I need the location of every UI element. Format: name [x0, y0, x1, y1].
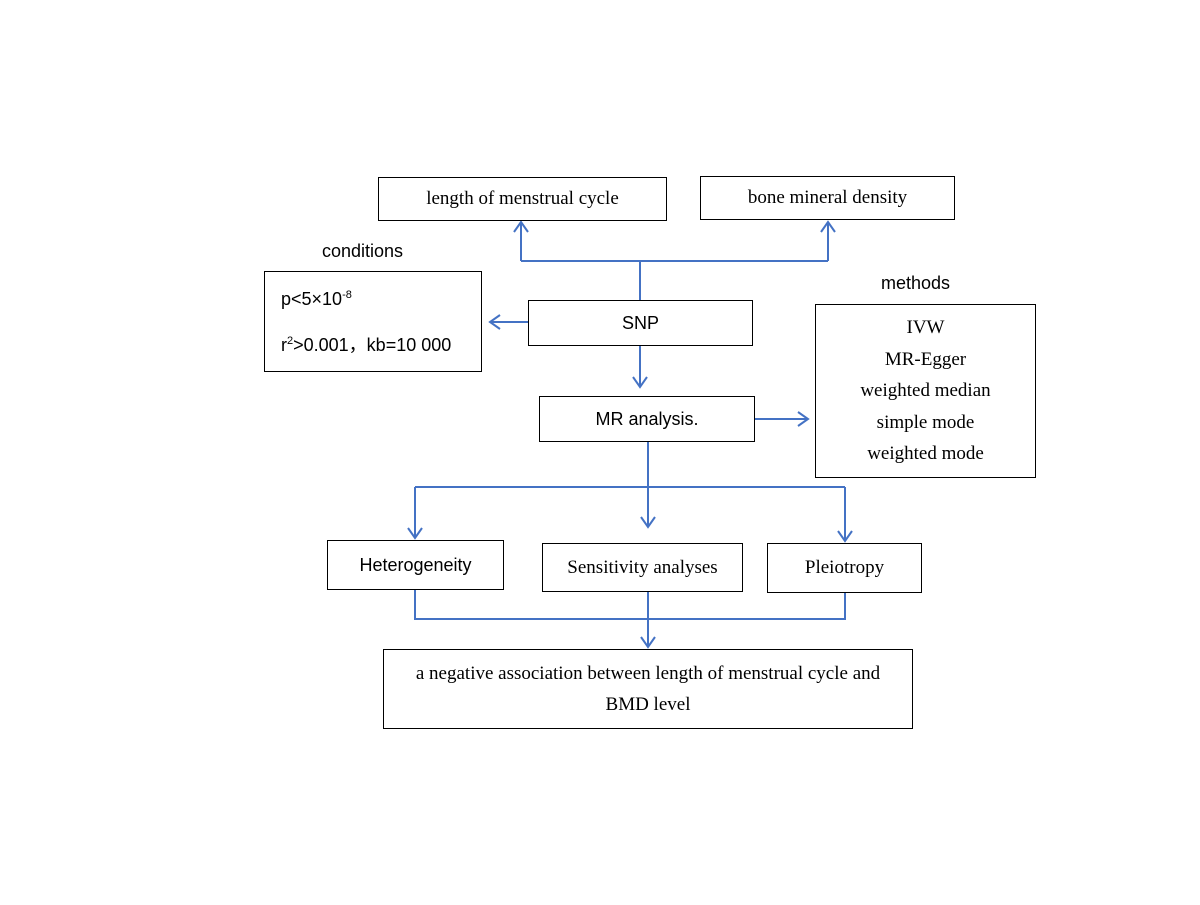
length-menstrual-cycle-text: length of menstrual cycle	[426, 188, 619, 209]
arrowhead-length-cycle	[513, 220, 529, 233]
arrowhead-methods	[797, 411, 810, 427]
heterogeneity-box: Heterogeneity	[327, 540, 504, 590]
snp-text: SNP	[621, 312, 659, 333]
arrowhead-bmd	[820, 220, 836, 233]
mr-analysis-box: MR analysis.	[539, 396, 755, 442]
conditions-heading: conditions	[322, 241, 404, 261]
bone-mineral-density-box: bone mineral density	[700, 176, 955, 220]
r2-suffix: >0.001，kb=10 000	[293, 335, 452, 355]
r2-exponent: 2	[287, 335, 294, 347]
method-mr-egger: MR-Egger	[884, 348, 967, 370]
conclusion-line-1: a negative association between length of…	[415, 662, 881, 684]
method-weighted-median: weighted median	[860, 380, 991, 402]
analyses-to-conclusion-connector	[414, 590, 846, 647]
sensitivity-analyses-text: Sensitivity analyses	[567, 556, 718, 578]
conclusion-box: a negative association between length of…	[383, 649, 913, 729]
snp-box: SNP	[528, 300, 753, 346]
methods-heading: methods	[881, 273, 951, 293]
methods-box: IVW MR-Egger weighted median simple mode…	[815, 304, 1036, 478]
mr-to-analyses-connector	[414, 442, 846, 541]
method-ivw: IVW	[906, 317, 945, 339]
sensitivity-analyses-box: Sensitivity analyses	[542, 543, 743, 592]
p-threshold-base: p<5×10	[281, 289, 343, 309]
pleiotropy-text: Pleiotropy	[804, 557, 885, 578]
heterogeneity-text: Heterogeneity	[359, 554, 472, 575]
method-weighted-mode: weighted mode	[867, 443, 984, 465]
arrowhead-heterogeneity	[407, 527, 423, 540]
conditions-box: p<5×10-8 r2>0.001，kb=10 000	[264, 271, 482, 372]
r2-threshold: r2>0.001，kb=10 000	[281, 331, 451, 357]
p-threshold: p<5×10-8	[281, 289, 352, 310]
length-menstrual-cycle-box: length of menstrual cycle	[378, 177, 667, 221]
r2-prefix: r	[281, 335, 287, 355]
method-simple-mode: simple mode	[876, 411, 975, 433]
p-threshold-exponent: -8	[342, 289, 352, 301]
snp-to-top-connector	[520, 222, 829, 300]
arrowhead-conditions	[488, 314, 501, 330]
arrowhead-mr	[632, 376, 648, 389]
mr-analysis-text: MR analysis.	[595, 408, 699, 429]
pleiotropy-box: Pleiotropy	[767, 543, 922, 593]
arrowhead-conclusion	[640, 636, 656, 649]
arrowhead-pleiotropy	[837, 530, 853, 543]
arrowhead-sensitivity	[640, 516, 656, 529]
conclusion-line-2: BMD level	[605, 694, 691, 715]
bone-mineral-density-text: bone mineral density	[747, 187, 908, 208]
